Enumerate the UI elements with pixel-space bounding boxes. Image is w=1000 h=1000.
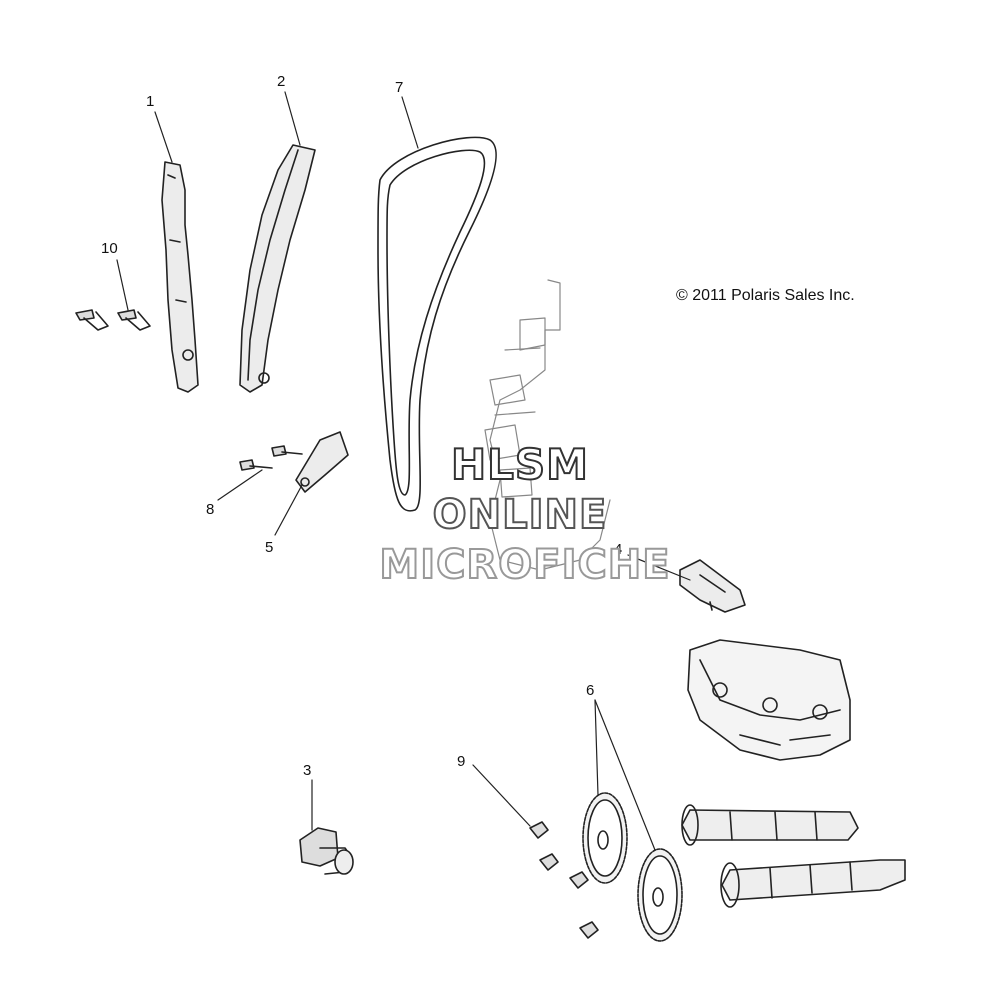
callout-4: 4 [614,541,622,558]
leader-lines [116,91,691,851]
copyright-notice: © 2011 Polaris Sales Inc. [676,287,855,304]
cam-sprockets [582,792,683,942]
cylinder-head-outline [484,279,611,571]
chain-tensioner-blade [239,144,316,393]
callout-8: 8 [206,501,214,518]
callout-6: 6 [586,682,594,699]
callout-1: 1 [146,93,154,110]
chain-tensioner [299,827,354,875]
sprocket-bolts [529,821,599,939]
timing-chain [377,136,497,512]
callout-2: 2 [277,73,285,90]
pivot-bolts [75,309,151,331]
guide-bracket [295,431,349,493]
camshafts [681,804,906,908]
chain-guide-lower [679,559,746,613]
callout-3: 3 [303,762,311,779]
watermark-line-1: HLSM [450,439,589,490]
guide-bolts [239,445,303,471]
callout-5: 5 [265,539,273,556]
callout-10: 10 [101,240,118,257]
callouts: 1 2 7 10 8 5 4 6 3 9 [101,73,622,779]
watermark-line-2: ONLINE [432,491,608,539]
watermark-line-3: MICROFICHE [378,541,671,589]
camshaft-carrier [687,639,851,761]
callout-9: 9 [457,753,465,770]
chain-guide-fixed [161,161,199,393]
callout-7: 7 [395,79,403,96]
